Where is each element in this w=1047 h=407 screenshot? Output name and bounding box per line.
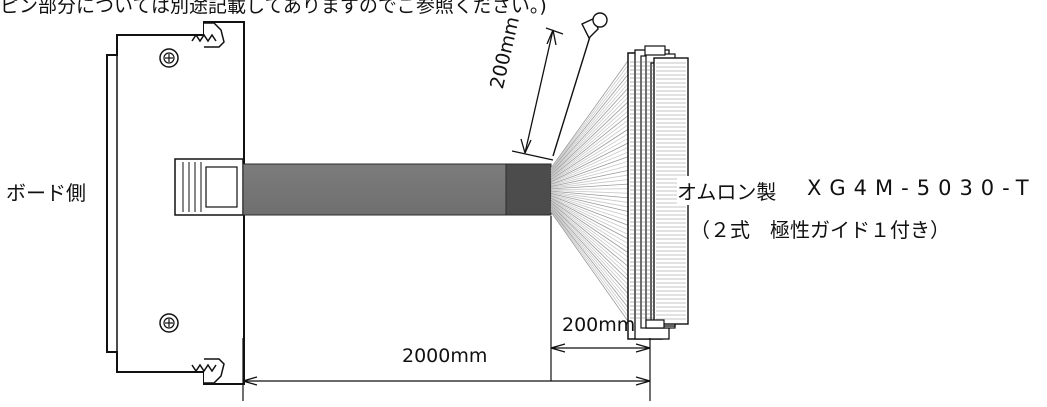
- wire-strand: [550, 127, 631, 180]
- wire-strand: [550, 85, 631, 173]
- wire-strand: [550, 200, 631, 259]
- marker-tag-icon: [552, 12, 608, 157]
- wire-strand: [550, 67, 631, 170]
- wire-strand: [550, 71, 631, 171]
- wire-strand: [550, 178, 631, 189]
- wire-strand: [550, 199, 631, 250]
- wire-strand: [550, 95, 631, 175]
- wire-strand: [550, 150, 631, 184]
- wire-strand: [550, 62, 631, 170]
- wire-strand: [550, 209, 631, 311]
- wire-strand: [550, 189, 631, 194]
- wire-strand: [550, 136, 631, 182]
- wire-strand: [550, 174, 631, 188]
- main-length-label: 2000mm: [402, 345, 488, 367]
- wire-strand: [550, 194, 631, 222]
- wire-strand: [550, 210, 631, 315]
- wire-strand: [550, 169, 631, 187]
- wire-strand: [550, 76, 631, 172]
- wire-strand: [550, 141, 631, 183]
- wire-strand: [550, 197, 631, 241]
- wire-strand: [550, 191, 631, 204]
- bottom-latch: [204, 358, 225, 384]
- wire-strand: [550, 113, 631, 178]
- top-latch: [204, 22, 225, 48]
- wire-strand: [550, 193, 631, 213]
- connector-contact-ticks: [630, 61, 686, 320]
- wire-strand: [550, 208, 631, 306]
- connector-subtext-label: （２式 極性ガイド１付き）: [690, 218, 950, 242]
- wire-strand: [550, 207, 631, 297]
- pigtail-dimension-arrow-top: [546, 29, 557, 46]
- top-screw: [159, 48, 179, 68]
- wire-strand: [550, 123, 631, 180]
- wire-strand: [550, 109, 631, 177]
- wire-strand: [550, 190, 631, 199]
- wire-strand: [550, 211, 631, 325]
- top-latch-spring: [191, 33, 217, 43]
- cable-end-sleeve: [505, 163, 552, 216]
- wire-strand: [550, 192, 631, 208]
- cable-body: [242, 163, 507, 216]
- wire-strand: [550, 118, 631, 179]
- wire-strand: [550, 146, 631, 184]
- pigtail-dimension-extension: [511, 150, 554, 161]
- pigtail-length-bottom-label: 200mm: [562, 314, 636, 336]
- wire-strand: [550, 99, 631, 176]
- connector-maker-label: オムロン製: [677, 176, 779, 205]
- wire-strand: [550, 195, 631, 227]
- bottom-screw: [159, 313, 179, 333]
- boot-window: [205, 166, 238, 208]
- main-length-arrow-right: [635, 376, 651, 386]
- pigtail-dimension-extension: [545, 27, 564, 35]
- pigtail-dimension-line: [524, 29, 554, 154]
- wire-strand: [550, 183, 631, 190]
- wire-strand: [550, 196, 631, 236]
- board-side-label: ボード側: [6, 181, 86, 205]
- wire-strand: [550, 160, 631, 186]
- wire-strand: [550, 155, 631, 185]
- wire-strand: [550, 188, 631, 191]
- wire-strand: [550, 206, 631, 292]
- wire-strand: [550, 90, 631, 174]
- wire-strand: [550, 202, 631, 269]
- pigtail-dimension-arrow-bottom: [520, 138, 532, 154]
- wire-strand: [550, 81, 631, 173]
- pigtail-bottom-arrow-right: [635, 343, 651, 353]
- bottom-latch-spring: [191, 363, 217, 373]
- wire-strand: [550, 204, 631, 283]
- wire-fanout: [550, 57, 631, 325]
- wire-strand: [550, 104, 631, 177]
- top-note: ピン部分については別途記載してありますのでご参照ください。): [0, 0, 547, 17]
- wire-strand: [550, 200, 631, 255]
- connector-model-label: XG4M-5030-T: [807, 176, 1037, 200]
- wire-strand: [550, 196, 631, 232]
- wire-strand: [550, 132, 631, 181]
- wire-strand: [550, 57, 631, 169]
- wire-strand: [550, 203, 631, 273]
- wire-strand: [550, 201, 631, 264]
- wire-strand: [550, 198, 631, 246]
- wire-strand: [550, 203, 631, 278]
- pigtail-bottom-arrow-left: [550, 343, 566, 353]
- wire-strand: [550, 164, 631, 187]
- main-length-arrow-left: [242, 376, 258, 386]
- wire-strand: [550, 210, 631, 320]
- wire-strand: [550, 193, 631, 218]
- wire-strand: [550, 205, 631, 287]
- wire-strand: [550, 207, 631, 301]
